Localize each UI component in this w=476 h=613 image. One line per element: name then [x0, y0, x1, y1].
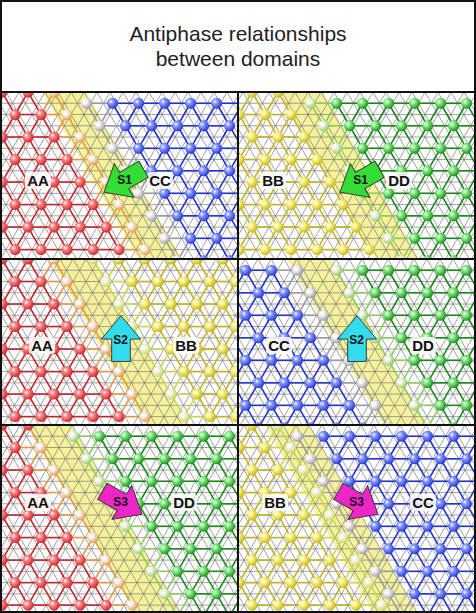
domain-label: BB	[260, 172, 286, 189]
domain-label: BB	[173, 337, 199, 354]
domain-label: AA	[29, 337, 55, 354]
shift-arrow: S1	[333, 152, 389, 208]
lattice-panel	[239, 425, 474, 611]
domain-label: AA	[25, 172, 51, 189]
lattice-panel	[239, 259, 474, 425]
domain-label: DD	[386, 172, 412, 189]
domain-label: DD	[410, 337, 436, 354]
shift-arrow: S1	[97, 152, 153, 208]
lattice-panel	[2, 425, 239, 611]
lattice-panel	[2, 259, 239, 425]
title-box: Antiphase relationships between domains	[0, 0, 476, 92]
shift-arrow: S2	[329, 312, 385, 368]
shift-label: S2	[349, 333, 364, 347]
domain-label: DD	[171, 494, 197, 511]
shift-label: S3	[349, 495, 364, 509]
shift-arrow: S3	[93, 474, 149, 530]
domain-label: CC	[147, 172, 173, 189]
title: Antiphase relationships between domains	[103, 21, 373, 71]
shift-label: S1	[353, 173, 368, 187]
shift-arrow: S3	[329, 474, 385, 530]
lattice-panel	[239, 92, 474, 259]
shift-label: S1	[117, 173, 132, 187]
shift-label: S2	[113, 333, 128, 347]
domain-label: BB	[262, 494, 288, 511]
domain-label: CC	[410, 494, 436, 511]
domain-label: CC	[266, 337, 292, 354]
shift-label: S3	[113, 495, 128, 509]
domain-label: AA	[25, 494, 51, 511]
lattice-panel	[2, 92, 239, 259]
shift-arrow: S2	[93, 312, 149, 368]
